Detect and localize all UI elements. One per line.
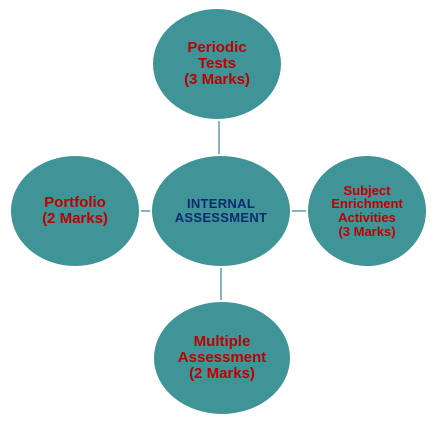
node-bottom-label: Multiple Assessment (2 Marks) — [177, 333, 267, 382]
center-line-1: INTERNAL — [186, 196, 256, 212]
node-left-label: Portfolio (2 Marks) — [42, 194, 108, 227]
node-top-shape — [151, 7, 283, 121]
node-center-label: INTERNAL ASSESSMENT — [156, 183, 286, 239]
node-top-label: Periodic Tests (3 Marks) — [184, 39, 250, 88]
node-left-shape — [9, 154, 141, 268]
node-bottom-shape — [152, 300, 292, 416]
node-right-shape — [306, 154, 428, 268]
center-line-2: ASSESSMENT — [174, 210, 268, 225]
node-right-label: Subject Enrichment Activities (3 Marks) — [331, 182, 403, 239]
node-center-shape — [150, 154, 292, 268]
